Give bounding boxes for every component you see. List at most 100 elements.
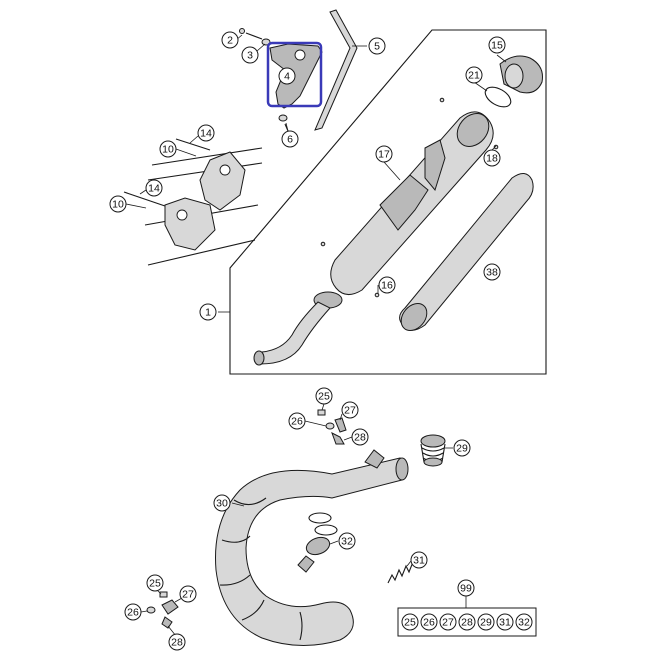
bolt-lower [123,191,166,207]
callout-c18: 18 [483,149,501,167]
callout-c28b: 28 [168,633,186,651]
callout-circle [483,149,501,167]
callout-number: 4 [284,71,290,83]
callout-circle [179,585,197,603]
rubber-strip-part [314,9,358,131]
gasket-rings [420,443,446,463]
callout-number: 18 [486,153,498,165]
gasket-top [420,434,446,448]
callout-number: 3 [247,50,253,62]
callout-number: 25 [149,578,161,590]
kit-item-circle [458,613,476,631]
inlet-pipe [259,301,331,365]
kit-item-circle [515,613,533,631]
kit-item-circle [439,613,457,631]
clamp-hole-upper [219,164,231,176]
silencer-bracket-assembly [239,9,358,132]
callout-circle [338,532,356,550]
callout-circle [457,579,475,597]
callout-number: 1 [205,307,211,319]
exhaust-spring [387,561,414,584]
callout-c29: 29 [453,439,471,457]
callout-c26b: 26 [124,603,142,621]
bushing-part [278,114,288,122]
callout-number: 6 [287,134,293,146]
leader-28a [343,436,353,441]
o-ring-lower [314,524,338,536]
callout-c3: 3 [241,46,259,64]
washer-part [146,606,156,614]
callout-c14b: 14 [145,179,163,197]
callout-number: 28 [171,637,183,649]
callout-number: 5 [374,41,380,53]
kit-item: 28 [458,613,476,631]
callout-circle [241,46,259,64]
callout-c25b: 25 [146,574,164,592]
washer-part [325,422,335,430]
callout-number: 21 [468,70,480,82]
callout-number: 31 [413,555,425,567]
callout-c16: 16 [378,276,396,294]
callout-number: 29 [456,443,468,455]
leader-26b [140,610,148,613]
leader-31 [406,560,412,567]
o-ring-part [484,86,512,108]
kit-item-number: 27 [442,617,454,629]
kit-item-number: 28 [461,617,473,629]
insulation-tube [399,173,534,331]
nut-part [317,409,326,416]
callout-c31: 31 [410,551,428,569]
header-pipe [215,457,403,647]
kit-item-number: 31 [499,617,511,629]
hardware-group-lower [146,591,179,629]
callout-number: 15 [491,40,503,52]
callout-c21: 21 [465,66,483,84]
callout-c10a: 10 [159,140,177,158]
leader-10b [125,203,147,209]
callout-c10b: 10 [109,195,127,213]
callout-circle [168,633,186,651]
leader-32 [329,540,339,545]
callout-number: 10 [162,144,174,156]
kit-item: 31 [496,613,514,631]
rivet [374,292,380,298]
callout-circle [288,412,306,430]
silencer-bracket [424,139,446,192]
leader-6 [285,122,289,132]
washer-part [261,38,271,46]
insulation-wrap [399,173,534,331]
rivet [439,97,445,103]
callout-c1: 1 [199,303,217,321]
leader-15 [496,54,507,63]
spring-clip-part [331,431,345,445]
callout-circle [378,276,396,294]
callout-number: 26 [127,607,139,619]
kit-item: 29 [477,613,495,631]
o-ring-upper [308,512,332,524]
callout-circle [465,66,483,84]
kit-item: 26 [420,613,438,631]
manifold-gasket [420,434,446,467]
silencer-group-frame [229,29,547,375]
callout-number: 25 [318,391,330,403]
callout-c27a: 27 [341,401,359,419]
callout-c27b: 27 [179,585,197,603]
leader-25a [321,403,325,411]
header-flange [305,536,331,556]
leader-21 [473,81,488,92]
frame-clamp-assembly [123,138,263,266]
insulation-end [400,303,428,331]
kit-item-number: 26 [423,617,435,629]
callout-c38: 38 [483,263,501,281]
callout-c26a: 26 [288,412,306,430]
kit-item-number: 32 [518,617,530,629]
clamp-hole-lower [176,209,188,221]
bolt-upper [175,138,211,151]
leader-30 [231,502,245,507]
callout-circle [197,124,215,142]
lower-clamp-part [164,197,216,251]
kit-item-circle [420,613,438,631]
callout-circle [146,574,164,592]
header-pipe-spring-hook [364,449,385,469]
